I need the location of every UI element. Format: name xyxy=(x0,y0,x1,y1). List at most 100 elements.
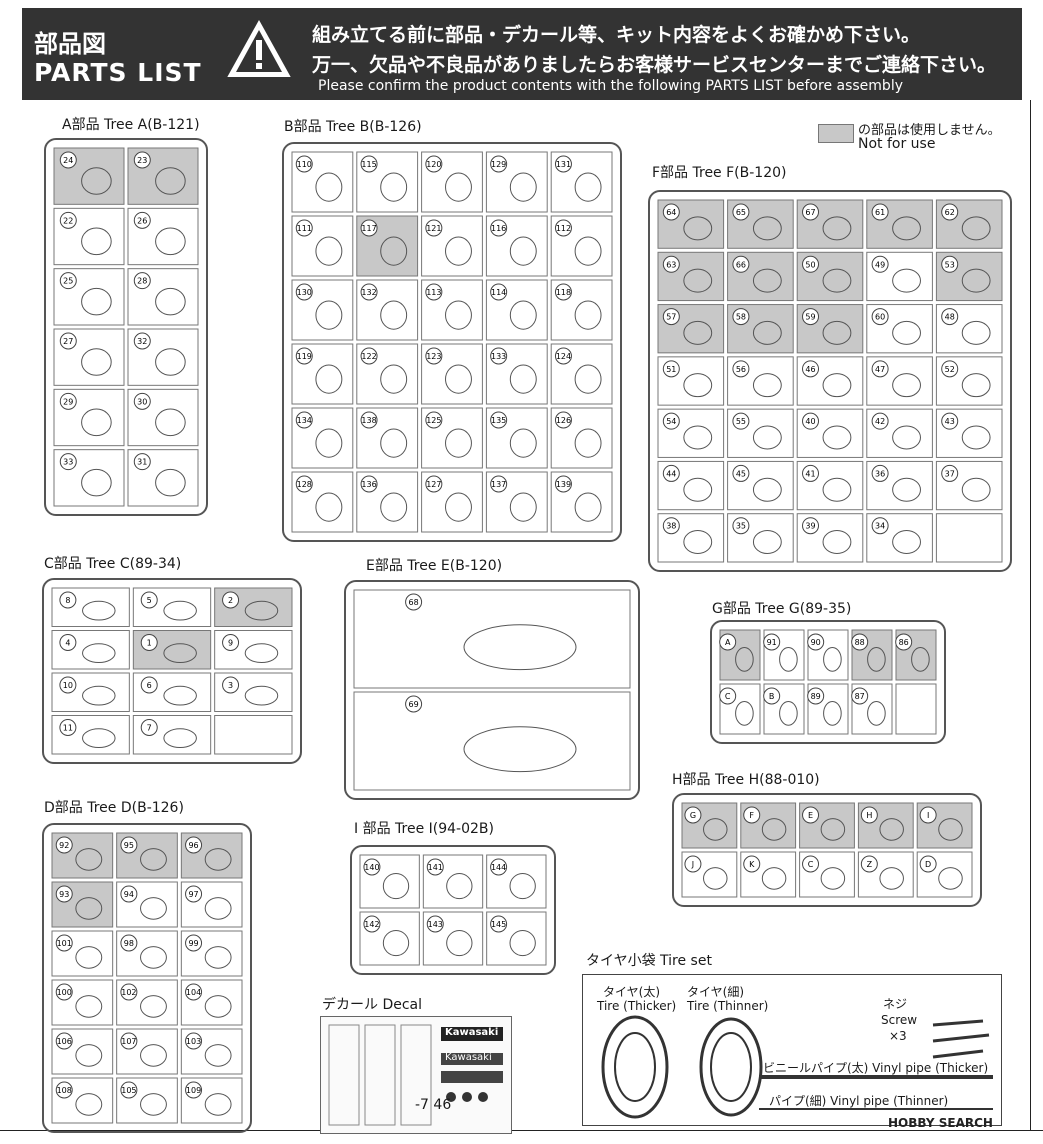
screw-en: Screw xyxy=(881,1013,918,1027)
sprue-cell xyxy=(51,715,130,755)
part-marker xyxy=(55,836,73,854)
part-shape xyxy=(761,818,787,841)
sprue-cell xyxy=(116,1077,178,1124)
part-number: 43 xyxy=(945,417,955,426)
part-number: 105 xyxy=(121,1086,136,1095)
sprue-cell xyxy=(866,356,933,406)
part-shape xyxy=(509,873,536,900)
part-shape xyxy=(315,492,343,522)
part-shape xyxy=(509,172,537,202)
part-shape xyxy=(75,1093,103,1116)
sprue-cell xyxy=(127,449,199,507)
part-shape xyxy=(204,1093,232,1116)
part-marker xyxy=(684,806,702,824)
part-number: 69 xyxy=(409,700,419,709)
part-number: 60 xyxy=(875,313,885,322)
part-marker xyxy=(490,283,508,301)
part-number: 111 xyxy=(297,224,312,233)
part-number: 135 xyxy=(491,416,506,425)
part-number: 8 xyxy=(65,596,70,605)
part-shape xyxy=(244,685,279,706)
part-number: Z xyxy=(867,860,873,869)
part-shape xyxy=(822,320,852,345)
part-number: F xyxy=(749,811,754,820)
part-number: 99 xyxy=(188,939,198,948)
pipe-thin-label: パイプ(細) Vinyl pipe (Thinner) xyxy=(769,1094,949,1108)
decal-brand-2: Kawasaki xyxy=(445,1052,492,1063)
part-marker xyxy=(802,255,820,273)
part-shape xyxy=(75,946,103,969)
part-marker xyxy=(133,151,151,169)
part-shape xyxy=(315,428,343,458)
part-shape xyxy=(445,428,472,458)
part-number: 1 xyxy=(147,639,152,648)
part-marker xyxy=(59,453,77,471)
part-marker xyxy=(222,676,240,694)
part-number: 115 xyxy=(361,160,376,169)
part-number: 10 xyxy=(63,681,73,690)
part-shape xyxy=(75,897,103,920)
sprue-cell xyxy=(180,881,243,928)
part-marker xyxy=(763,633,781,651)
part-marker xyxy=(554,347,572,365)
part-shape xyxy=(81,227,112,256)
tire-set-box: タイヤ(太) Tire (Thicker) タイヤ(細) Tire (Thinn… xyxy=(582,974,1002,1126)
part-marker xyxy=(662,517,680,535)
part-number: C xyxy=(808,860,814,869)
part-shape xyxy=(574,236,602,266)
part-marker xyxy=(743,806,761,824)
sprue-cell xyxy=(116,979,178,1026)
part-shape xyxy=(823,646,842,672)
part-number: 66 xyxy=(736,260,746,269)
part-shape xyxy=(752,425,782,450)
part-shape xyxy=(140,848,167,871)
part-shape xyxy=(445,236,472,266)
sprue-cell xyxy=(763,683,805,735)
part-shape xyxy=(683,477,713,502)
sprue-cell xyxy=(485,471,548,533)
part-number: 11 xyxy=(63,724,73,733)
notice-jp-line1: 組み立てる前に部品・デカール等、キット内容をよくお確かめ下さい。 xyxy=(312,24,921,46)
part-shape xyxy=(140,1044,167,1067)
part-marker xyxy=(490,858,508,876)
legend-jp: の部品は使用しません。 xyxy=(858,123,1001,138)
part-marker xyxy=(425,411,443,429)
part-marker xyxy=(133,332,151,350)
part-marker xyxy=(120,983,138,1001)
part-number: 106 xyxy=(57,1037,72,1046)
sprue-cell xyxy=(485,215,548,277)
sprue-cell xyxy=(866,251,933,302)
part-shape xyxy=(140,897,167,920)
part-marker xyxy=(851,687,869,705)
part-shape xyxy=(683,530,713,555)
part-marker xyxy=(941,464,959,482)
part-marker xyxy=(133,211,151,229)
part-marker xyxy=(140,676,158,694)
part-shape xyxy=(867,700,886,726)
part-marker xyxy=(295,155,313,173)
part-marker xyxy=(360,219,378,237)
part-number: 23 xyxy=(137,156,147,165)
part-marker xyxy=(55,1032,73,1050)
part-number: 86 xyxy=(899,638,909,647)
part-marker xyxy=(941,255,959,273)
part-marker xyxy=(120,836,138,854)
sprue-cell xyxy=(851,683,893,735)
part-number: 116 xyxy=(491,224,506,233)
part-number: 40 xyxy=(805,417,815,426)
part-marker xyxy=(662,360,680,378)
part-marker xyxy=(425,283,443,301)
part-marker xyxy=(363,858,381,876)
part-number: 122 xyxy=(361,352,376,361)
part-number: 35 xyxy=(736,522,746,531)
part-marker xyxy=(732,203,750,221)
part-marker xyxy=(871,360,889,378)
part-marker xyxy=(802,360,820,378)
sprue-cell xyxy=(421,407,483,469)
sprue-cell xyxy=(657,460,725,511)
part-number: 113 xyxy=(426,288,441,297)
